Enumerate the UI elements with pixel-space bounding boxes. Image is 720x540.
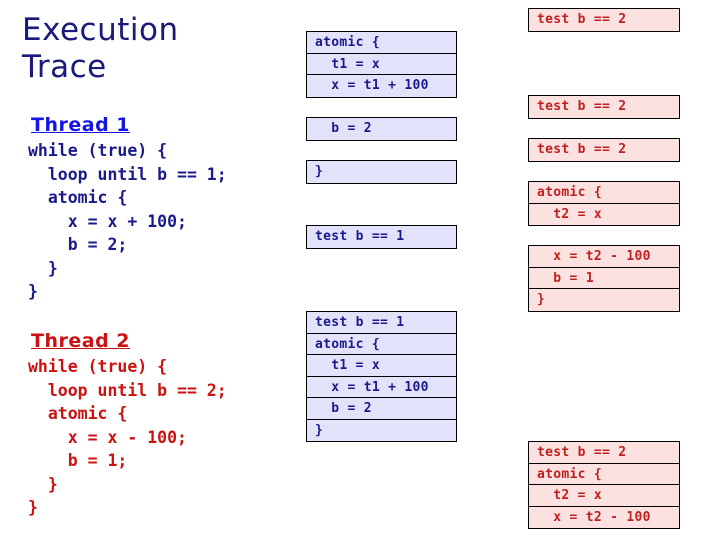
thread-1-trace-line: atomic { — [307, 32, 456, 54]
thread-2-trace-group: test b == 2 — [528, 95, 680, 119]
thread-2-trace-line: atomic { — [529, 463, 679, 485]
thread-2-trace-line: } — [529, 289, 679, 311]
thread-2-trace-line: test b == 2 — [529, 96, 679, 118]
thread-2-trace-group: test b == 2 — [528, 138, 680, 162]
thread-1-trace-line: } — [307, 419, 456, 441]
thread-1-trace-line: b = 2 — [307, 398, 456, 420]
thread-2-code: while (true) { loop until b == 2; atomic… — [28, 357, 227, 517]
thread-2-trace-line: test b == 2 — [529, 139, 679, 161]
page-title: Execution Trace — [22, 12, 179, 85]
thread-1-trace-line: t1 = x — [307, 355, 456, 377]
thread-1-trace-line: b = 2 — [307, 118, 456, 140]
thread-1-trace-group: } — [306, 160, 457, 184]
thread-2-trace-line: atomic { — [529, 182, 679, 204]
thread-1-trace-line: t1 = x — [307, 53, 456, 75]
thread-1-trace-group: atomic { t1 = x x = t1 + 100 — [306, 31, 457, 98]
thread-2-trace-line: test b == 2 — [529, 442, 679, 464]
thread-2-trace-line: t2 = x — [529, 485, 679, 507]
thread-1-trace-group: test b == 1 — [306, 225, 457, 249]
thread-2-trace-line: t2 = x — [529, 203, 679, 225]
thread-2-trace-line: test b == 2 — [529, 9, 679, 31]
thread-2-trace-group: atomic { t2 = x — [528, 181, 680, 226]
thread-1-code: while (true) { loop until b == 1; atomic… — [28, 141, 227, 301]
thread-2-trace-line: b = 1 — [529, 267, 679, 289]
thread-2-trace-group: test b == 2 — [528, 8, 680, 32]
thread-2-block: Thread 2 while (true) { loop until b == … — [28, 330, 298, 520]
thread-1-trace-line: test b == 1 — [307, 226, 456, 248]
thread-1-label: Thread 1 — [31, 114, 130, 136]
thread-1-trace-line: } — [307, 161, 456, 183]
thread-1-trace-line: x = t1 + 100 — [307, 75, 456, 97]
thread-2-label: Thread 2 — [31, 330, 130, 352]
thread-1-block: Thread 1 while (true) { loop until b == … — [28, 114, 298, 304]
thread-1-trace-line: x = t1 + 100 — [307, 376, 456, 398]
thread-1-trace-line: atomic { — [307, 333, 456, 355]
thread-1-trace-group: b = 2 — [306, 117, 457, 141]
thread-1-trace-line: test b == 1 — [307, 312, 456, 334]
thread-2-trace-line: x = t2 - 100 — [529, 246, 679, 268]
thread-2-trace-line: x = t2 - 100 — [529, 506, 679, 528]
thread-2-trace-group: x = t2 - 100 b = 1} — [528, 245, 680, 312]
